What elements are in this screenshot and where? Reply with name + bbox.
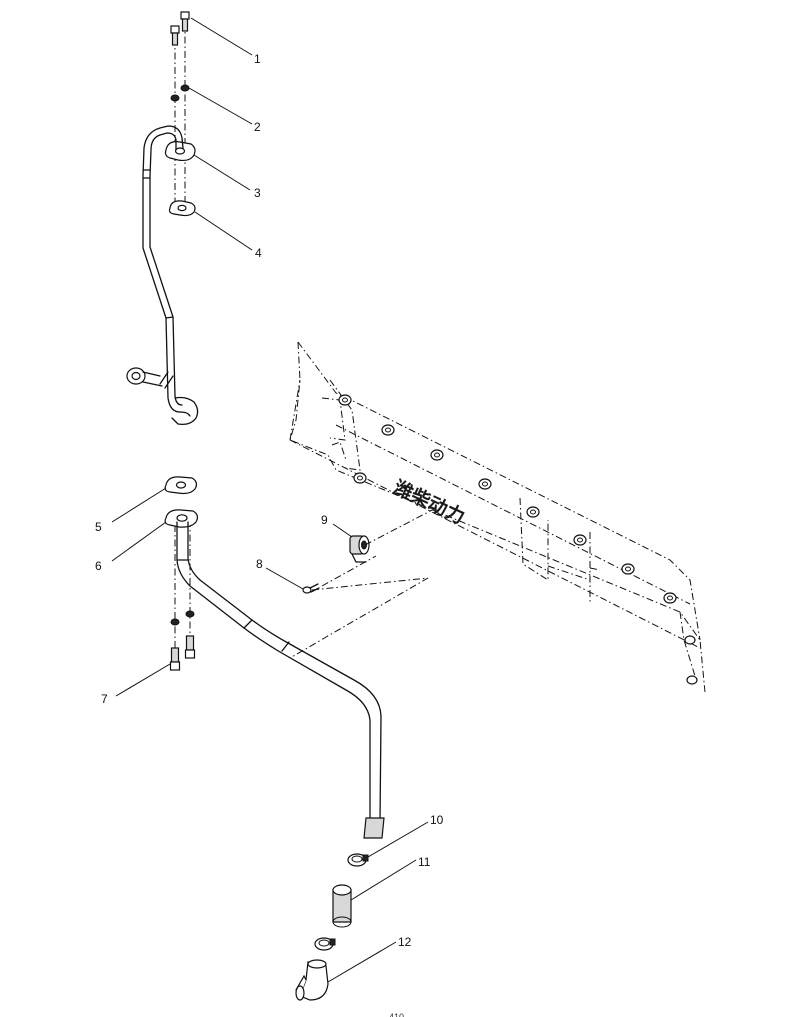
oil-return-pipe (176, 521, 385, 839)
page-number: 410 (389, 1012, 404, 1017)
elbow-tube-12 (295, 959, 329, 1001)
callout-12: 12 (398, 935, 412, 949)
cast-logo-text: 潍柴动力 (389, 475, 469, 528)
rubber-hose-11 (332, 884, 352, 928)
engine-block-outline: 潍柴动力 (289, 341, 706, 693)
stud-7b (169, 647, 181, 671)
bolt-1b (170, 25, 180, 46)
callout-6: 6 (95, 559, 102, 573)
hose-clamp-10 (347, 853, 369, 867)
flange-bosses (338, 394, 698, 685)
callout-5: 5 (95, 520, 102, 534)
hose-clamp-lower (314, 937, 336, 951)
washer-2a (180, 84, 190, 92)
washer-2b (170, 94, 180, 102)
washer-7b (170, 618, 180, 626)
bolt-1a (180, 11, 190, 32)
washer-7a (185, 610, 195, 618)
oil-feed-pipe (126, 125, 199, 426)
callout-2: 2 (254, 120, 261, 134)
callout-10: 10 (430, 813, 444, 827)
callout-3: 3 (254, 186, 261, 200)
bottom-assembly (164, 476, 385, 1001)
top-assembly (126, 11, 199, 426)
callout-9: 9 (321, 513, 328, 527)
screw-8 (302, 583, 320, 594)
callout-4: 4 (255, 246, 262, 260)
pipe-clip-9 (349, 535, 370, 563)
stud-7a (184, 635, 196, 659)
callout-7: 7 (101, 692, 108, 706)
callouts: 1 2 3 4 5 6 7 8 9 10 11 12 (95, 17, 444, 983)
callout-8: 8 (256, 557, 263, 571)
callout-1: 1 (254, 52, 261, 66)
callout-11: 11 (418, 855, 431, 869)
